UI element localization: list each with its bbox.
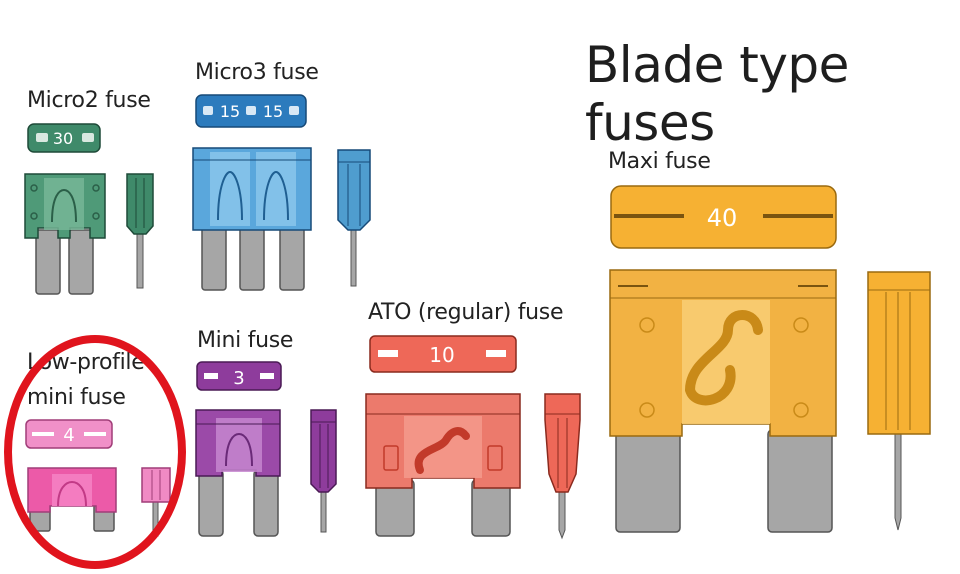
ato-fuse: 10 bbox=[365, 335, 581, 540]
mini-front-view bbox=[195, 409, 281, 537]
micro3-fuse: 15 15 bbox=[192, 94, 371, 291]
micro2-fuse: 30 bbox=[24, 123, 154, 295]
micro2-side-view bbox=[126, 173, 154, 289]
maxi-fuse: 40 bbox=[609, 185, 931, 533]
ato-top-view: 10 bbox=[369, 335, 517, 373]
low-profile-mini-fuse: 4 bbox=[25, 419, 171, 537]
mini-top-view: 3 bbox=[196, 361, 282, 391]
micro3-top-view: 15 15 bbox=[195, 94, 307, 128]
maxi-rating: 40 bbox=[707, 204, 738, 232]
micro2-front-view bbox=[24, 173, 106, 295]
maxi-side-view bbox=[867, 271, 931, 531]
low-profile-top-view: 4 bbox=[25, 419, 113, 449]
micro2-label: Micro2 fuse bbox=[27, 88, 151, 113]
highlight-circle bbox=[4, 335, 186, 569]
low-profile-rating: 4 bbox=[63, 425, 74, 446]
micro3-side-view bbox=[337, 149, 371, 287]
mini-side-view bbox=[310, 409, 337, 533]
micro3-rating-b: 15 bbox=[263, 102, 283, 121]
ato-label: ATO (regular) fuse bbox=[368, 300, 564, 325]
micro2-top-view: 30 bbox=[27, 123, 101, 153]
mini-rating: 3 bbox=[233, 368, 244, 389]
page-title: Blade type fuses bbox=[585, 36, 849, 152]
low-profile-front-view bbox=[27, 467, 117, 532]
maxi-front-view bbox=[609, 269, 837, 533]
micro3-label: Micro3 fuse bbox=[195, 60, 319, 85]
micro3-front-view bbox=[192, 147, 312, 291]
mini-fuse: 3 bbox=[195, 361, 337, 537]
maxi-top-view: 40 bbox=[610, 185, 837, 249]
ato-rating: 10 bbox=[429, 343, 454, 367]
micro3-rating-a: 15 bbox=[220, 102, 240, 121]
micro2-rating: 30 bbox=[53, 129, 73, 148]
low-profile-side-view bbox=[141, 467, 171, 537]
low-profile-label-line2: mini fuse bbox=[27, 385, 126, 410]
ato-side-view bbox=[544, 393, 581, 540]
ato-front-view bbox=[365, 393, 521, 537]
maxi-label: Maxi fuse bbox=[608, 149, 711, 174]
mini-label: Mini fuse bbox=[197, 328, 294, 353]
